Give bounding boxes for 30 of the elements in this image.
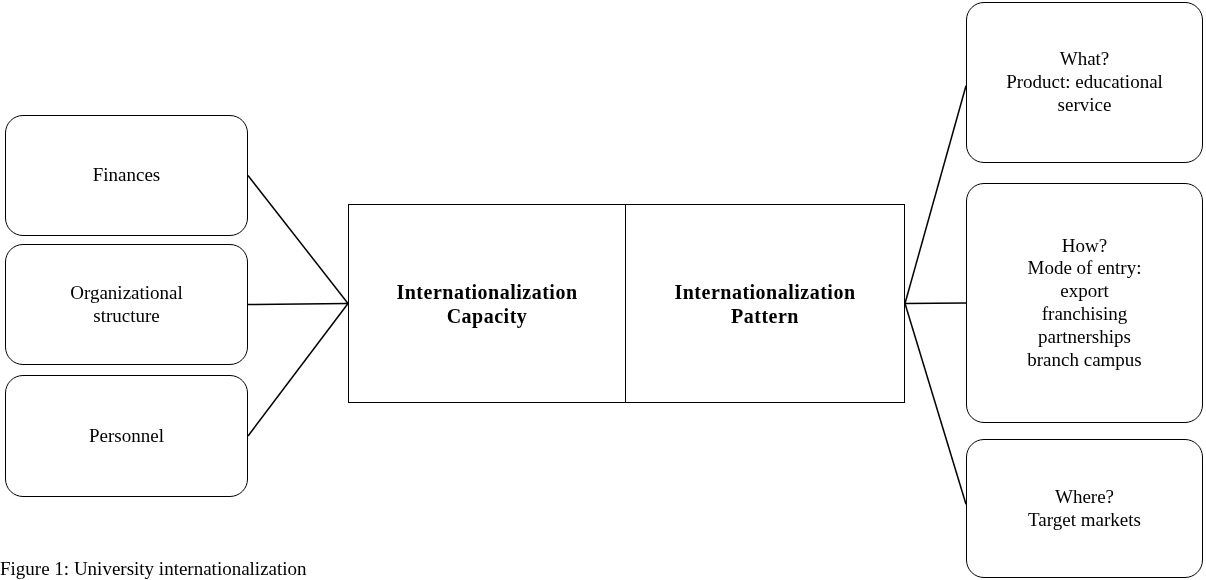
factor-box	[5, 244, 248, 365]
node-text: Organizational structure	[69, 281, 184, 328]
node-text: Product: educational service	[1005, 71, 1164, 117]
connector-line	[247, 302, 349, 437]
node-text: branch campus	[1027, 348, 1142, 372]
connector-line	[247, 302, 349, 306]
connector-line	[904, 302, 967, 305]
node-text: How?	[1061, 234, 1108, 258]
connector-line	[247, 174, 349, 305]
node-text: Mode of entry:	[1027, 257, 1142, 281]
factor-box	[5, 375, 248, 497]
node-text: Internationalization Pattern	[673, 279, 857, 328]
concept-box	[625, 204, 905, 403]
node-text: franchising	[1041, 303, 1128, 326]
concept-box	[348, 204, 626, 403]
node-text: Internationalization Capacity	[395, 279, 579, 328]
factor-box	[966, 439, 1203, 578]
node-text: What?	[1059, 48, 1110, 72]
node-text: Where?	[1054, 485, 1115, 509]
connector-line	[904, 84, 967, 305]
node-text: Finances	[92, 164, 161, 187]
factor-box	[5, 115, 248, 236]
node-text: Target markets	[1028, 508, 1141, 532]
connector-line	[904, 302, 967, 506]
factor-box	[966, 2, 1203, 163]
node-text: partnerships	[1038, 325, 1131, 349]
figure-caption: Figure 1: University internationalization	[0, 557, 307, 580]
factor-box	[966, 183, 1203, 423]
node-text: export	[1060, 280, 1109, 303]
node-text: Personnel	[89, 424, 164, 448]
